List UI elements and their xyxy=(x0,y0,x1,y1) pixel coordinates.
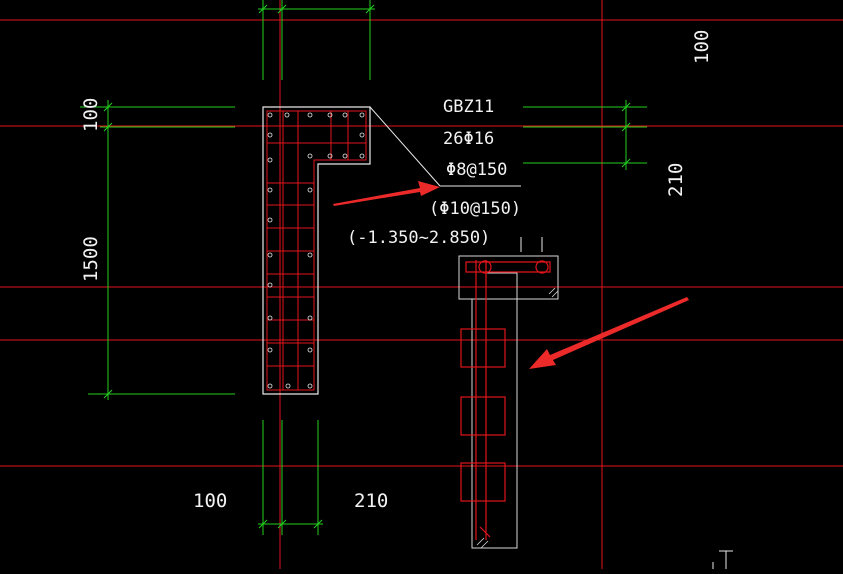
stirrup-spec: Φ8@150 xyxy=(446,160,507,180)
stirrup-alt-spec: (Φ10@150) xyxy=(429,199,521,219)
column-rebar-cage xyxy=(266,110,367,391)
dim-right-mid: 210 xyxy=(665,163,687,197)
stirrup-detail-hatch xyxy=(476,287,559,549)
stirrup-detail-outline xyxy=(458,255,559,549)
component-name: GBZ11 xyxy=(443,97,494,117)
dim-bottom-right: 210 xyxy=(354,490,388,512)
annotation-leader xyxy=(369,106,521,187)
column-annotation[interactable]: GBZ11 26Φ16 Φ8@150 (Φ10@150) (-1.350~2.8… xyxy=(347,97,521,248)
dimension-texts: 100 1500 100 210 100 210 xyxy=(80,30,713,512)
corner-symbol xyxy=(712,550,733,569)
longitudinal-rebar-spec: 26Φ16 xyxy=(443,129,494,149)
dim-bottom-left: 100 xyxy=(193,490,227,512)
column-rebar-dots xyxy=(267,112,365,389)
stirrup-detail-rebar xyxy=(460,260,551,540)
dim-left-top: 100 xyxy=(80,98,102,132)
red-arrow-icon xyxy=(333,181,689,369)
arrow-to-stirrup-detail xyxy=(529,297,689,369)
arrow-to-stirrup-annotation xyxy=(333,181,440,206)
dim-right-top: 100 xyxy=(691,30,713,64)
stirrup-detail-view[interactable] xyxy=(458,237,559,549)
elevation-range: (-1.350~2.850) xyxy=(347,228,490,248)
dim-left-main: 1500 xyxy=(80,236,102,282)
column-section-gbz11[interactable] xyxy=(262,106,371,395)
dimension-lines xyxy=(80,0,647,535)
